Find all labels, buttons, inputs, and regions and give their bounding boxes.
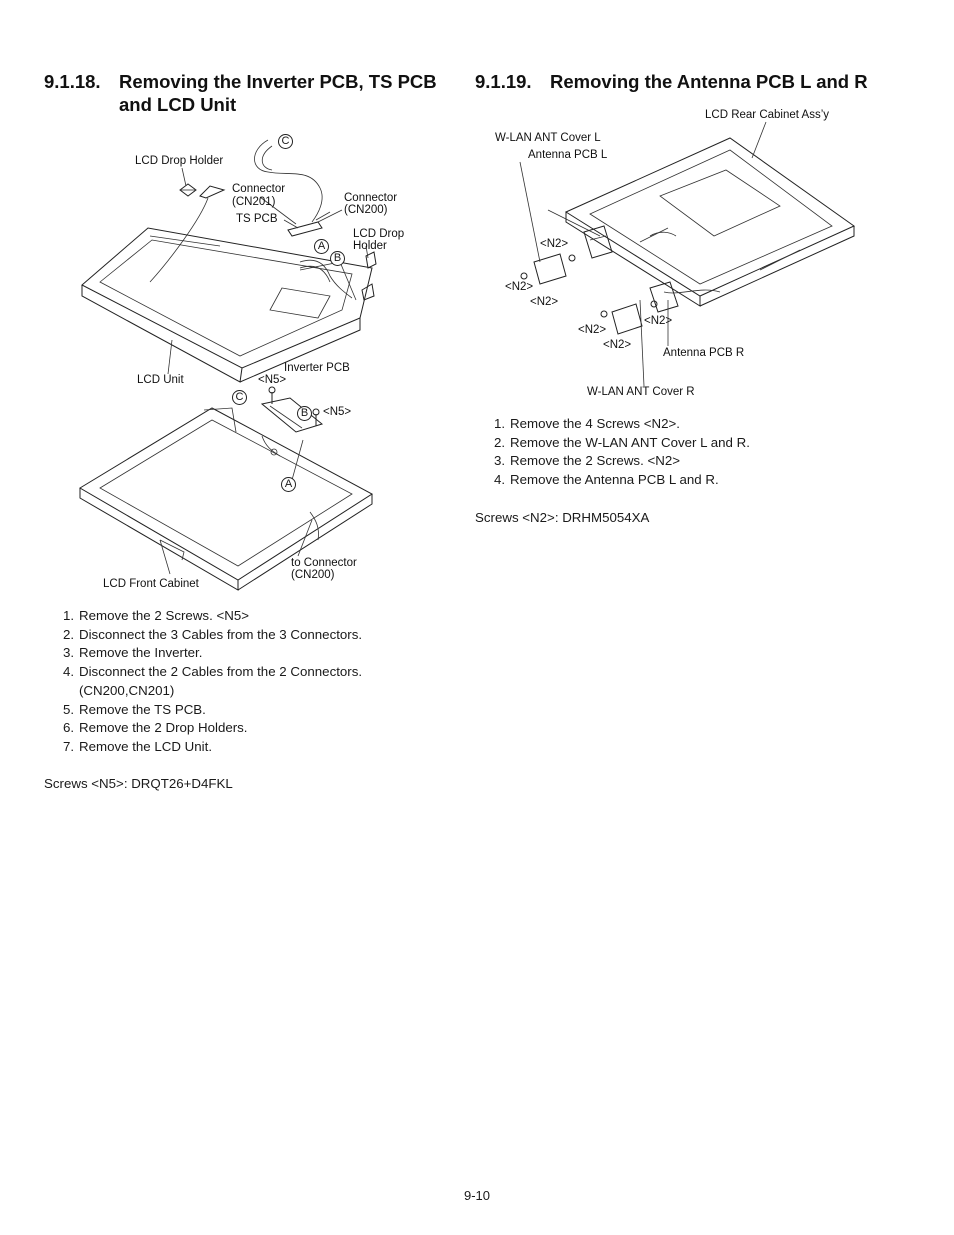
label-lcd-drop-holder: LCD Drop Holder [135,155,224,167]
left-section-title-line2: and LCD Unit [119,94,237,115]
label-lcd-drop-holder-right: LCD Drop [353,228,405,240]
label-n2-4: <N2> [644,315,673,327]
label-n2-6: <N2> [603,339,632,351]
right-leader-lines [751,121,767,159]
label-ts-pcb: TS PCB [236,213,278,225]
label-lcd-drop-holder-right-2: Holder [353,240,387,252]
left-step: 3.Remove the Inverter. [63,645,203,661]
lcd-unit-drawing [81,227,373,383]
label-to-connector: to Connector [291,557,357,569]
right-step: 4.Remove the Antenna PCB L and R. [494,472,719,488]
wlan-cover-l-drawing [519,161,576,285]
label-n2-3: <N2> [530,296,559,308]
callout-a-top: A [314,239,329,254]
left-screws-note: Screws <N5>: DRQT26+D4FKL [44,776,233,791]
right-step: 3.Remove the 2 Screws. <N2> [494,453,680,469]
label-connector-cn200: Connector [344,192,398,204]
lcd-rear-cabinet-drawing [564,137,855,307]
label-n5-right: <N5> [323,406,352,418]
wlan-cover-r-drawing [600,299,669,387]
label-inverter-pcb: Inverter PCB [284,362,350,374]
label-lcd-rear-cabinet: LCD Rear Cabinet Ass’y [705,109,829,121]
callout-a-bottom: A [281,477,296,492]
right-step: 1.Remove the 4 Screws <N2>. [494,416,680,431]
left-section-heading: 9.1.18. Removing the Inverter PCB, TS PC… [44,70,464,118]
cable-drawing [254,139,323,223]
label-wlan-cover-l: W-LAN ANT Cover L [495,132,601,144]
left-section-title-line1: Removing the Inverter PCB, TS PCB [119,71,437,92]
right-section-title: Removing the Antenna PCB L and R [550,71,868,92]
page-number: 9-10 [463,1188,491,1203]
label-lcd-front-cabinet: LCD Front Cabinet [103,578,199,590]
left-step: 7.Remove the LCD Unit. [63,738,213,754]
label-lcd-unit: LCD Unit [137,374,184,386]
left-section-number: 9.1.18. [44,71,101,92]
label-wlan-cover-r: W-LAN ANT Cover R [587,386,695,398]
right-section-number: 9.1.19. [475,71,532,92]
cable-bundle-drawing [299,251,377,301]
callout-c-top: C [278,134,293,149]
lcd-drop-holder-left-drawing [149,183,226,283]
label-connector-cn201: Connector [232,183,286,195]
label-n2-2: <N2> [505,281,534,293]
left-step: 4.Disconnect the 2 Cables from the 2 Con… [63,664,363,680]
inverter-pcb-drawing [260,386,324,457]
left-steps-list: 1.Remove the 2 Screws. <N5> 2.Disconnect… [63,607,453,757]
label-n2-1: <N2> [540,238,569,250]
left-step: 2.Disconnect the 3 Cables from the 3 Con… [63,626,363,642]
label-connector-cn200-code: (CN200) [344,204,388,216]
label-connector-cn201-code: (CN201) [232,196,276,208]
right-steps-list: 1.Remove the 4 Screws <N2>. 2.Remove the… [494,415,894,490]
antenna-pcb-r-drawing [649,281,721,313]
callout-b-bottom: B [297,406,312,421]
label-n5-top: <N5> [258,374,287,386]
left-leader-lines [159,167,369,575]
left-step: 6.Remove the 2 Drop Holders. [63,720,248,736]
ts-pcb-drawing [287,211,331,237]
label-antenna-pcb-l: Antenna PCB L [528,149,608,161]
lcd-front-cabinet-drawing [79,407,373,591]
lcd-exploded-diagram: LCD Drop Holder Connector (CN201) Connec… [0,0,954,600]
callout-c-bottom: C [232,390,247,405]
callout-b-top: B [330,251,345,266]
antenna-pcb-l-drawing [547,209,613,259]
label-n2-5: <N2> [578,324,607,336]
right-step: 2.Remove the W-LAN ANT Cover L and R. [494,434,750,450]
left-step: (CN200,CN201) [79,682,175,698]
right-screws-note: Screws <N2>: DRHM5054XA [475,510,650,525]
right-section-heading: 9.1.19. Removing the Antenna PCB L and R [475,70,895,94]
label-antenna-pcb-r: Antenna PCB R [663,347,745,359]
left-step: 5.Remove the TS PCB. [63,701,206,717]
left-step: 1.Remove the 2 Screws. <N5> [63,608,249,623]
label-to-connector-code: (CN200) [291,569,335,581]
